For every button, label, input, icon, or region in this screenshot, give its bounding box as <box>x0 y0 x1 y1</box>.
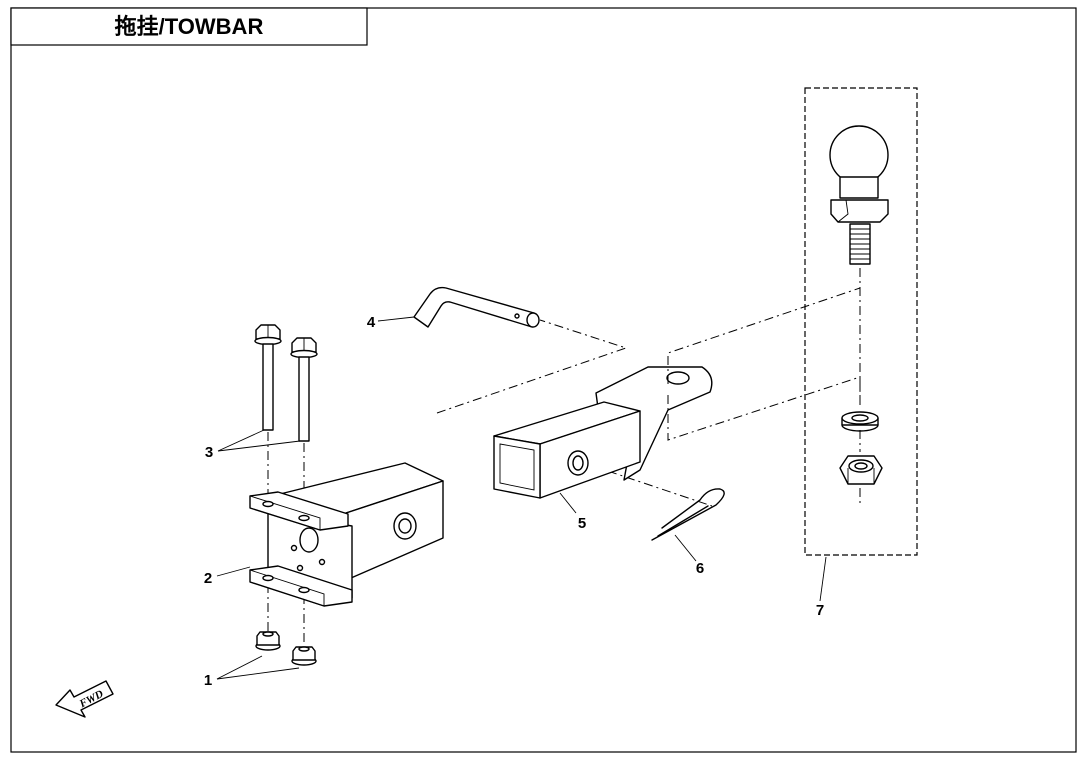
callout-7: 7 <box>816 602 824 619</box>
callout-3: 3 <box>205 444 213 461</box>
callout-6: 6 <box>696 560 704 577</box>
hair-pin-clip <box>651 488 725 541</box>
leader-lines <box>216 316 827 680</box>
tow-ball-washer <box>841 411 879 432</box>
hitch-pin <box>413 286 540 328</box>
fwd-arrow-icon: FWD <box>55 680 114 718</box>
callout-2: 2 <box>204 570 212 587</box>
flange-bolt-right <box>290 337 318 442</box>
page-title: 拖挂/TOWBAR <box>115 14 264 39</box>
tow-ball-kit-box <box>804 87 918 556</box>
callout-4: 4 <box>367 314 376 331</box>
callout-1: 1 <box>204 672 212 689</box>
receiver-bracket <box>249 462 444 607</box>
tow-ball-nut <box>839 455 883 485</box>
flange-bolt-left <box>254 324 282 431</box>
flange-nut-right <box>291 646 317 666</box>
flange-nut-left <box>255 631 281 651</box>
tow-ball <box>829 125 889 265</box>
callout-5: 5 <box>578 515 586 532</box>
title-block: 拖挂/TOWBAR <box>10 7 368 46</box>
drawing-frame <box>10 7 1077 753</box>
ball-mount <box>493 366 713 499</box>
